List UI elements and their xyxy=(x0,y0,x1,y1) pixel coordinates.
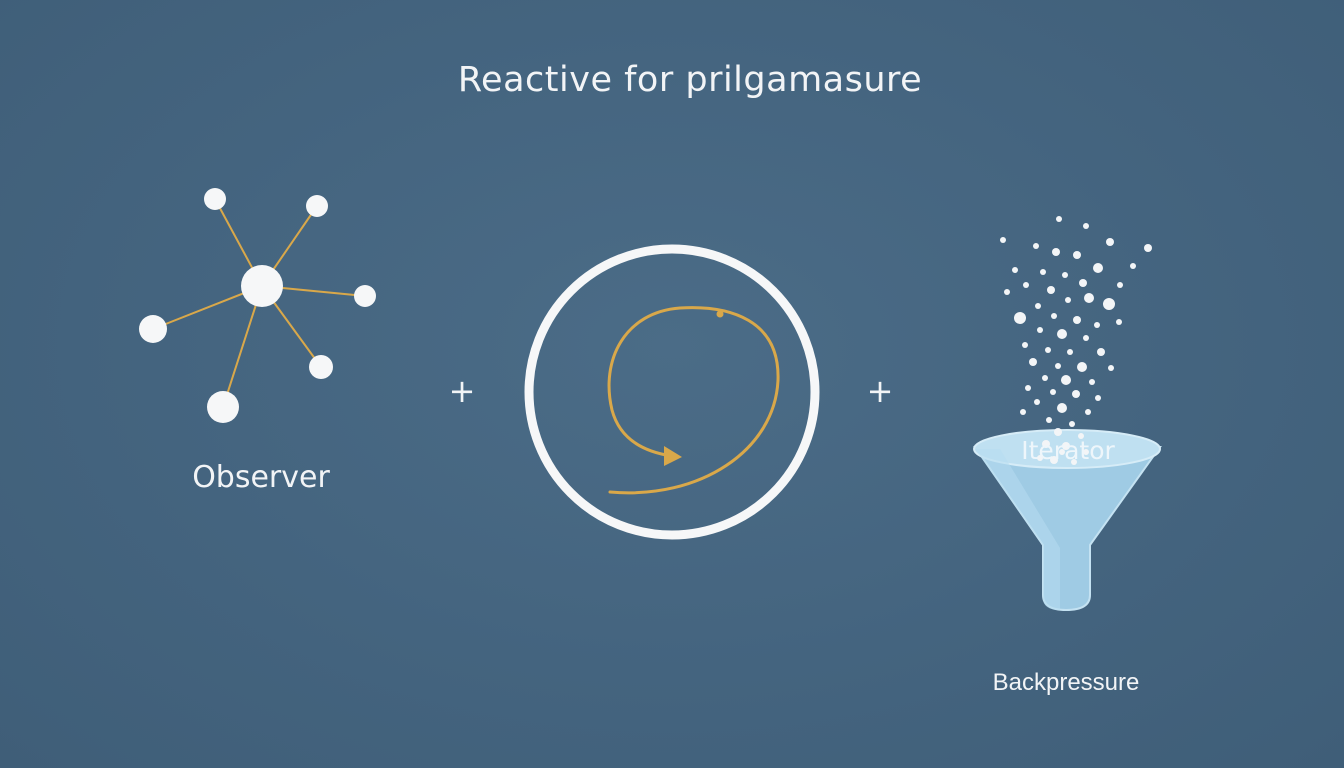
particle xyxy=(1023,282,1029,288)
particle xyxy=(1061,375,1071,385)
particle xyxy=(1095,395,1101,401)
funnel-highlight xyxy=(975,449,1060,610)
network-node xyxy=(204,188,226,210)
particle xyxy=(1033,243,1039,249)
particle xyxy=(1089,379,1095,385)
cycle-ring xyxy=(524,244,820,540)
particle xyxy=(1083,223,1089,229)
cycle-arrow-path xyxy=(607,306,780,495)
network-hub-node xyxy=(241,265,283,307)
particle xyxy=(1085,409,1091,415)
particle xyxy=(1042,375,1048,381)
network-node xyxy=(139,315,167,343)
cycle-marker xyxy=(716,310,724,318)
particle xyxy=(1094,322,1100,328)
particle xyxy=(1084,293,1094,303)
particle xyxy=(1065,297,1071,303)
particle xyxy=(1037,327,1043,333)
particle xyxy=(1144,244,1152,252)
particle xyxy=(1000,237,1006,243)
cycle-arrowhead-icon xyxy=(664,446,682,466)
particle xyxy=(1004,289,1010,295)
observer-network-icon xyxy=(139,188,376,423)
network-node xyxy=(309,355,333,379)
particle xyxy=(1067,349,1073,355)
particle xyxy=(1054,428,1062,436)
particle xyxy=(1057,329,1067,339)
particle xyxy=(1047,286,1055,294)
particle xyxy=(1056,216,1062,222)
particle xyxy=(1117,282,1123,288)
particle xyxy=(1034,399,1040,405)
particle-stream xyxy=(1000,216,1152,465)
particle xyxy=(1077,362,1087,372)
particle xyxy=(1046,417,1052,423)
particle xyxy=(1025,385,1031,391)
backpressure-label: Backpressure xyxy=(992,669,1140,696)
particle xyxy=(1083,449,1089,455)
particle xyxy=(1042,440,1050,448)
particle xyxy=(1059,449,1065,455)
particle xyxy=(1045,347,1051,353)
particle xyxy=(1116,319,1122,325)
particle xyxy=(1055,363,1061,369)
particle xyxy=(1035,303,1041,309)
particle xyxy=(1040,269,1046,275)
particle xyxy=(1051,313,1057,319)
plus-operator-2: + xyxy=(866,372,894,410)
network-node xyxy=(207,391,239,423)
particle xyxy=(1012,267,1018,273)
particle xyxy=(1057,403,1067,413)
particle xyxy=(1020,409,1026,415)
particle xyxy=(1078,433,1084,439)
particle xyxy=(1071,459,1077,465)
particle xyxy=(1052,248,1060,256)
particle xyxy=(1029,358,1037,366)
plus-operator-1: + xyxy=(448,372,476,410)
iterator-cycle-icon xyxy=(524,244,820,540)
particle xyxy=(1037,455,1043,461)
particle xyxy=(1108,365,1114,371)
particle xyxy=(1050,456,1058,464)
iterator-label: Iterator xyxy=(1021,436,1115,465)
particle xyxy=(1062,272,1068,278)
particle xyxy=(1072,390,1080,398)
backpressure-funnel-icon xyxy=(973,429,1162,612)
particle xyxy=(1073,251,1081,259)
particle xyxy=(1106,238,1114,246)
network-node xyxy=(354,285,376,307)
observer-label: Observer xyxy=(192,460,330,495)
diagram-title: Reactive for prilgamasure xyxy=(457,60,923,100)
network-node xyxy=(306,195,328,217)
particle xyxy=(1073,316,1081,324)
particle xyxy=(1062,442,1070,450)
particle xyxy=(1097,348,1105,356)
particle xyxy=(1079,279,1087,287)
particle xyxy=(1050,389,1056,395)
particle xyxy=(1083,335,1089,341)
particle xyxy=(1014,312,1026,324)
network-edge xyxy=(222,285,263,408)
particle xyxy=(1130,263,1136,269)
particle xyxy=(1093,263,1103,273)
particle xyxy=(1103,298,1115,310)
particle xyxy=(1069,421,1075,427)
particle xyxy=(1022,342,1028,348)
